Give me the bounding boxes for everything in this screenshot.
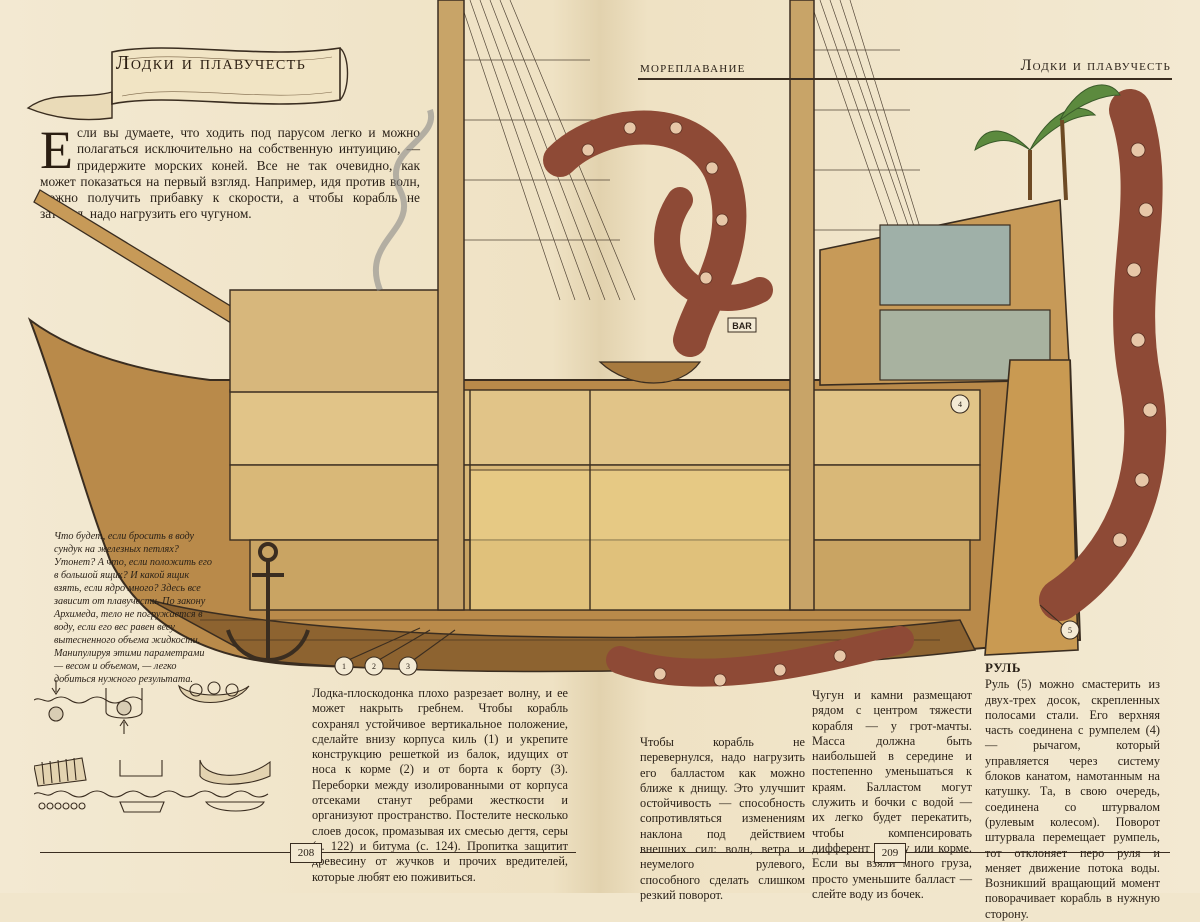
- page-number-right: 209: [874, 843, 906, 863]
- octopus-tentacles: [543, 89, 1167, 687]
- callout-4: 4: [958, 400, 962, 409]
- folio-rule-left: [40, 852, 290, 853]
- drop-cap: Е: [40, 120, 73, 180]
- page-title: Лодки и плавучесть: [115, 52, 307, 74]
- header-rule: [638, 78, 1172, 80]
- callout-3: 3: [406, 662, 410, 671]
- tentacle-suckers: [581, 121, 1158, 687]
- intro-text: сли вы думаете, что ходить под парусом л…: [40, 125, 420, 222]
- mainmast: [789, 0, 815, 611]
- rigging-nets: [450, 0, 931, 301]
- side-note: Что будет, если бросить в воду сундук на…: [54, 531, 212, 685]
- bar-sign: BAR: [732, 321, 752, 331]
- folio-rule-right-2: [904, 852, 1170, 853]
- left-body-column: Лодка-плоскодонка плохо разрезает волну,…: [312, 686, 568, 884]
- page-number-left: 208: [290, 843, 322, 863]
- callout-1: 1: [342, 662, 346, 671]
- ship-cutaway-illustration: BAR: [27, 0, 1167, 687]
- foremast: [437, 0, 465, 611]
- folio-rule-right: [640, 852, 874, 853]
- smoke: [372, 109, 435, 292]
- hull-diagrams: [34, 680, 271, 813]
- intro-paragraph: Е сли вы думаете, что ходить под парусом…: [40, 120, 420, 223]
- title-ribbon: [26, 47, 349, 121]
- section-header: МОРЕПЛАВАНИЕ: [640, 63, 746, 75]
- forecastle: [229, 289, 441, 393]
- rudder-heading: РУЛЬ: [985, 660, 1022, 675]
- callouts: [334, 394, 1080, 676]
- folio-rule-left-2: [320, 852, 576, 853]
- callout-5: 5: [1068, 626, 1072, 635]
- deck-compartments: [229, 389, 981, 611]
- ballast-column: Чтобы корабль не перевернулся, надо нагр…: [640, 735, 805, 902]
- callout-2: 2: [372, 662, 376, 671]
- rudder-text: Руль (5) можно смастерить из двух-трех д…: [985, 677, 1160, 921]
- rudder-column: РУЛЬ Руль (5) можно смастерить из двух-т…: [985, 660, 1160, 922]
- rowboat: [598, 361, 702, 384]
- chapter-header: Лодки и плавучесть: [1020, 57, 1171, 74]
- ballast-placement-column: Чугун и камни размещают рядом с центром …: [812, 688, 972, 901]
- palm-trees: [974, 84, 1121, 201]
- anchor-icon: [226, 542, 310, 662]
